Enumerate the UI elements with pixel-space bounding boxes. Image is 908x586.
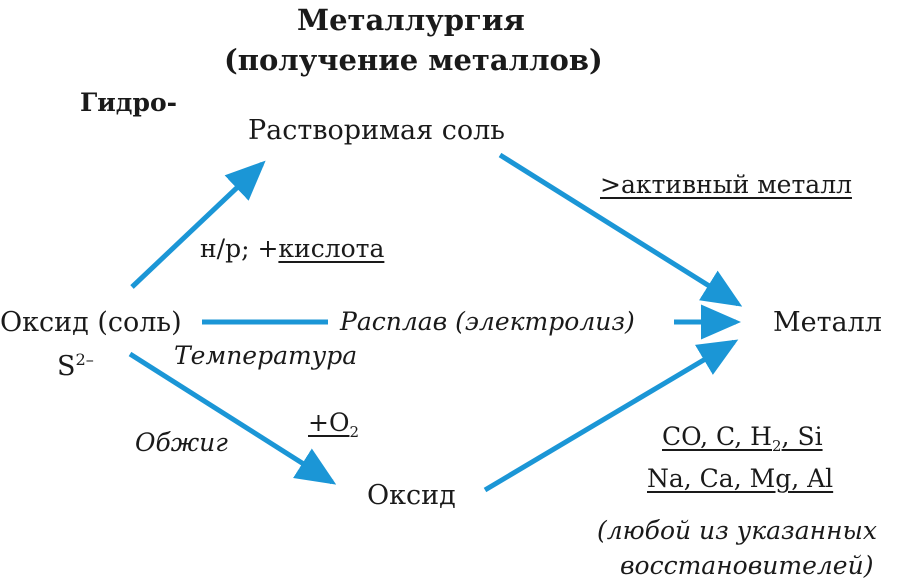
oxygen-plus: +O xyxy=(308,408,350,437)
node-sulfide: S2– xyxy=(57,350,94,382)
sulfide-ion: S xyxy=(57,351,76,382)
label-reducers-note-line1: (любой из указанных xyxy=(597,516,877,545)
arrow-oxide-to-metal xyxy=(483,339,739,493)
reducers-line1-b: , Si xyxy=(781,422,823,451)
node-oxide-salt: Оксид (соль) xyxy=(0,307,182,338)
label-melt-electrolysis: Расплав (электролиз) xyxy=(340,309,635,334)
label-more-active-metal: >активный металл xyxy=(600,170,852,199)
label-roasting: Обжиг xyxy=(135,428,228,457)
title-line1: Металлургия xyxy=(297,3,525,37)
oxygen-subscript: 2 xyxy=(349,423,359,441)
label-temperature: Температура xyxy=(174,341,358,370)
label-acid: н/р; +кислота xyxy=(200,236,384,261)
reducers-line1-a: CO, C, H xyxy=(662,422,772,451)
label-acid-prefix: н/р; + xyxy=(200,234,279,263)
hydro-label: Гидро- xyxy=(80,88,177,117)
label-melt: Расплав xyxy=(340,307,448,336)
node-soluble-salt: Растворимая соль xyxy=(248,115,506,146)
reducers-line1-sub: 2 xyxy=(772,437,782,455)
label-electrolysis: (электролиз) xyxy=(455,307,635,336)
arrow-oxide-salt-to-oxide xyxy=(128,351,337,485)
arrow-oxide-to-soluble-salt xyxy=(130,160,266,289)
label-reducers-line2: Na, Ca, Mg, Al xyxy=(647,464,834,493)
label-acid-underlined: кислота xyxy=(278,234,385,263)
sulfide-charge: 2– xyxy=(75,350,94,369)
node-metal: Металл xyxy=(773,307,882,338)
label-oxygen: +O2 xyxy=(308,408,359,440)
label-reducers-line1: CO, C, H2, Si xyxy=(662,422,823,454)
arrow-soluble-salt-to-metal xyxy=(498,152,743,307)
label-reducers-note-line2: восстановителей) xyxy=(620,551,874,580)
node-oxide: Оксид xyxy=(367,480,456,511)
title-line2: (получение металлов) xyxy=(224,43,603,77)
